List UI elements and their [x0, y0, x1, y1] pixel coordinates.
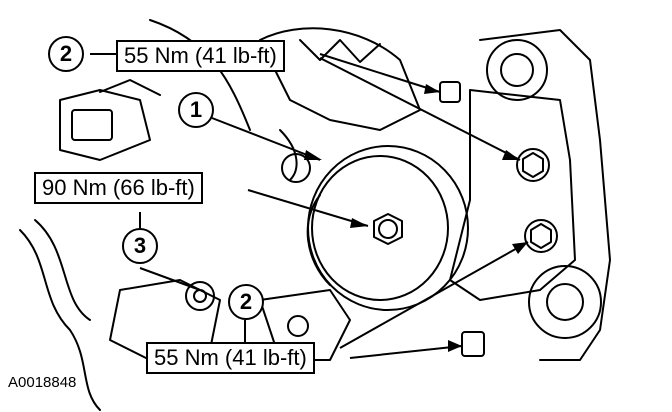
torque-label-middle: 90 Nm (66 lb-ft) — [34, 172, 203, 204]
torque-label-top: 55 Nm (41 lb-ft) — [116, 40, 285, 72]
callout-2-top: 2 — [48, 36, 84, 72]
callout-3: 3 — [122, 228, 158, 264]
mount-bolt-upper — [516, 148, 550, 182]
mount-bracket — [449, 89, 576, 301]
torque-label-bottom: 55 Nm (41 lb-ft) — [146, 342, 315, 374]
callout-1: 1 — [178, 92, 214, 128]
top-nut — [439, 81, 461, 103]
mount-bolt-lower — [524, 219, 558, 253]
pulley — [307, 145, 469, 311]
figure-id: A0018848 — [8, 374, 77, 391]
engine-outline — [259, 27, 421, 131]
electrical-connector — [59, 89, 151, 161]
bottom-nut — [461, 331, 485, 357]
callout-2-bottom: 2 — [228, 284, 264, 320]
pulley-bolt — [373, 213, 403, 245]
